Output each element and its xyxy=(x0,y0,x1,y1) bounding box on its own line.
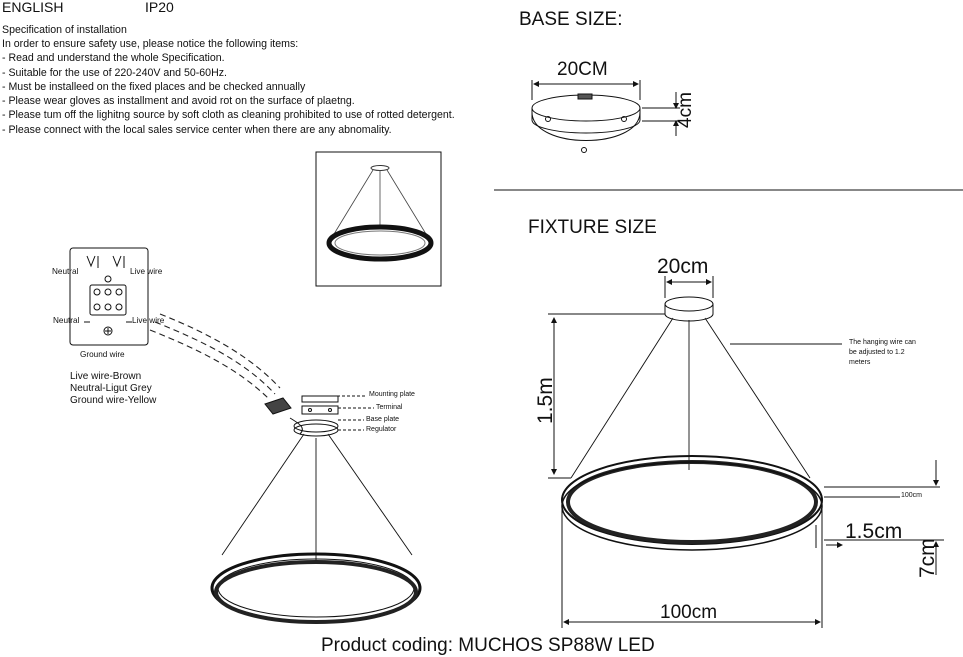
fixture-size-title: FIXTURE SIZE xyxy=(528,217,657,238)
spec-item: - Please tum off the lighitng source by … xyxy=(2,109,455,121)
spec-item: - Please wear gloves as installment and … xyxy=(2,95,355,107)
language-label: ENGLISH xyxy=(2,0,64,15)
wiring-live-top-label: Live wire xyxy=(130,267,163,276)
label-base-plate: Base plate xyxy=(366,416,400,423)
wiring-neutral-bottom-label: Neutral xyxy=(53,316,80,325)
spec-title: Specification of installation xyxy=(2,24,127,36)
wire-bundle-dashed xyxy=(149,313,281,401)
base-diameter-label: 20CM xyxy=(557,59,608,80)
canopy-diameter-label: 20cm xyxy=(657,255,709,278)
fixture-size-drawing xyxy=(548,276,944,628)
ring-diameter-small-label: 100cm xyxy=(901,492,923,499)
spec-intro: In order to ensure safety use, please no… xyxy=(2,38,299,50)
install-exploded-drawing xyxy=(210,395,422,624)
label-regulator: Regulator xyxy=(366,426,397,433)
wiring-live-bottom-label: Live wire xyxy=(132,316,165,325)
spec-item: - Must be installeed on the fixed places… xyxy=(2,81,306,93)
ring-depth-label: 1.5cm xyxy=(845,520,903,543)
hanging-note-line-3: meters xyxy=(849,359,871,366)
wiring-terminal-diagram xyxy=(69,247,149,346)
hanging-height-label: 1.5m xyxy=(534,377,557,424)
ip-rating-label: IP20 xyxy=(145,0,174,15)
spec-item: - Read and understand the whole Specific… xyxy=(2,52,225,64)
ring-diameter-label: 100cm xyxy=(660,602,718,623)
spec-item: - Suitable for the use of 220-240V and 5… xyxy=(2,67,227,79)
label-mounting-plate: Mounting plate xyxy=(369,391,415,398)
hanging-note-line-2: be adjusted to 1.2 xyxy=(849,349,905,356)
base-size-drawing xyxy=(531,80,680,153)
label-terminal: Terminal xyxy=(376,404,403,411)
product-coding: Product coding: MUCHOS SP88W LED xyxy=(321,635,655,656)
product-photo-frame xyxy=(315,151,442,287)
base-size-title: BASE SIZE: xyxy=(519,9,623,30)
wire-legend-live: Live wire-Brown xyxy=(70,371,142,382)
base-height-label: 4cm xyxy=(675,92,696,128)
spec-item: - Please connect with the local sales se… xyxy=(2,124,392,136)
wiring-neutral-top-label: Neutral xyxy=(52,267,79,276)
wire-legend-ground: Ground wire-Yellow xyxy=(70,395,157,406)
ring-height-label: 7cm xyxy=(916,538,939,578)
wire-legend-neutral: Neutral-Ligut Grey xyxy=(70,383,152,394)
wiring-ground-label: Ground wire xyxy=(80,350,125,359)
hanging-note-line-1: The hanging wire can xyxy=(849,339,916,346)
